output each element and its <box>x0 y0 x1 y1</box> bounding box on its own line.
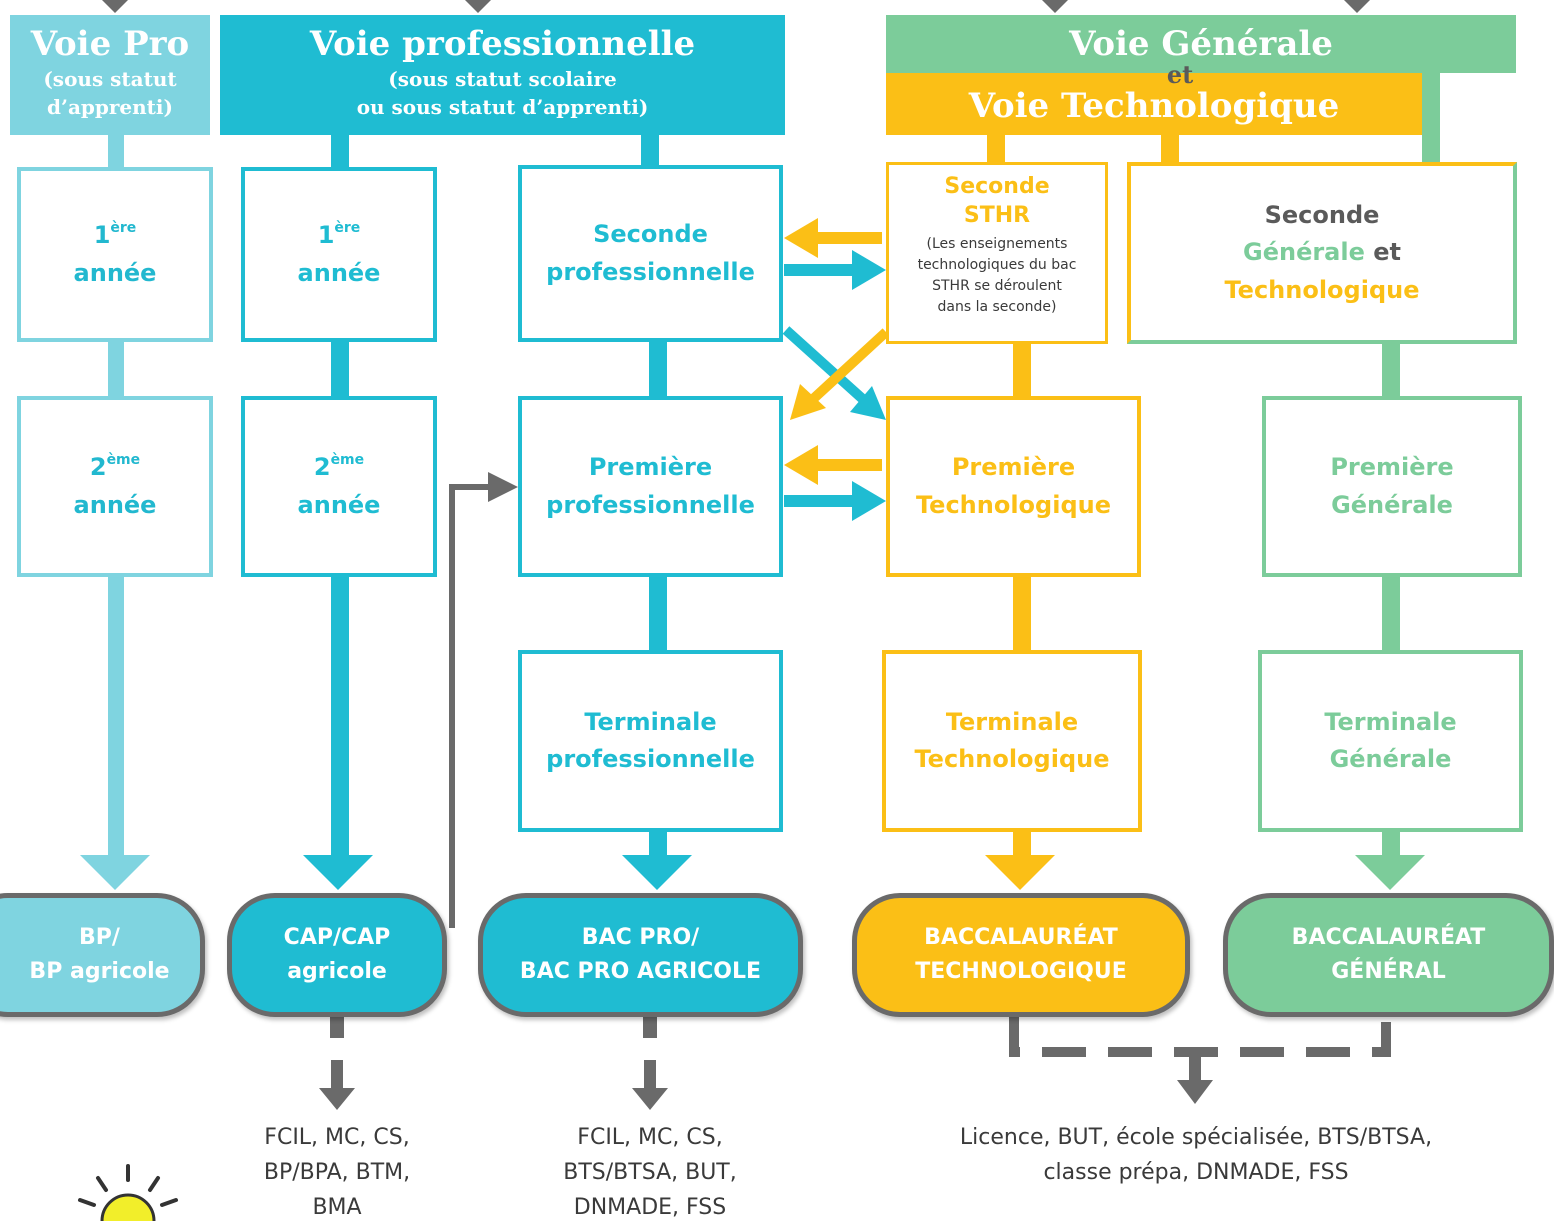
outcome-line: Licence, BUT, école spécialisée, BTS/BTS… <box>959 1125 1433 1150</box>
box-line: professionnelle <box>546 490 755 519</box>
box-line: Générale <box>1329 745 1452 773</box>
premiere-pro-box: Première professionnelle <box>518 396 783 577</box>
outcome-connectors <box>319 1014 1391 1110</box>
box-line: Seconde <box>1264 201 1380 230</box>
year-number: 2ème <box>89 452 141 482</box>
box-line: Seconde <box>593 220 708 249</box>
pill-line: BP agricole <box>29 959 170 984</box>
premiere-techno-box: Première Technologique <box>886 396 1141 577</box>
terminale-gen-box: Terminale Générale <box>1258 650 1523 832</box>
header-et-label: et <box>1166 60 1194 89</box>
header-voie-professionnelle: Voie professionnelle (sous statut scolai… <box>220 15 785 135</box>
year-word: année <box>73 258 157 287</box>
diploma-bp-pill: BP/ BP agricole <box>0 893 205 1017</box>
box-line: Technologique <box>915 490 1111 519</box>
bp-column-connectors <box>80 134 150 890</box>
diploma-bac-techno-pill: BACCALAURÉAT TECHNOLOGIQUE <box>852 893 1190 1017</box>
header-title: Voie Technologique <box>968 86 1340 126</box>
year-number: 2ème <box>313 452 365 482</box>
terminale-pro-box: Terminale professionnelle <box>518 650 783 832</box>
outcome-line: BTS/BTSA, BUT, <box>563 1160 737 1186</box>
lightbulb-icon <box>78 1164 178 1221</box>
year-number: 1ère <box>93 220 137 250</box>
box-line: Terminale <box>945 707 1079 736</box>
pill-line: BAC PRO AGRICOLE <box>519 959 762 984</box>
pill-line: GÉNÉRAL <box>1331 959 1446 984</box>
box-line: professionnelle <box>546 257 755 286</box>
header-subtitle-line: (sous statut scolaire <box>388 67 617 91</box>
sthr-note: (Les enseignements technologiques du bac… <box>918 234 1077 318</box>
header-subtitle-line: ou sous statut d’apprenti) <box>356 95 649 119</box>
box-line: Première <box>1330 453 1454 482</box>
crossing-arrows <box>782 218 890 521</box>
header-title: Voie Pro <box>30 24 190 64</box>
box-line: Seconde <box>944 174 1050 199</box>
header-voie-pro-apprenti: Voie Pro (sous statut d’apprenti) <box>10 15 210 135</box>
year-word: année <box>297 258 381 287</box>
pill-line: BACCALAURÉAT <box>924 924 1118 950</box>
seconde-pro-box: Seconde professionnelle <box>518 165 783 342</box>
outcome-line: FCIL, MC, CS, <box>577 1125 723 1150</box>
year-word: année <box>297 490 381 519</box>
seconde-sthr-box: Seconde STHR (Les enseignements technolo… <box>886 162 1108 344</box>
diploma-bac-gen-pill: BACCALAURÉAT GÉNÉRAL <box>1223 893 1554 1017</box>
outcome-bacpro: FCIL, MC, CS, BTS/BTSA, BUT, DNMADE, FSS <box>500 1120 800 1226</box>
box-line: STHR <box>963 202 1031 228</box>
terminale-techno-box: Terminale Technologique <box>882 650 1142 832</box>
note-line: STHR se déroulent <box>932 278 1062 295</box>
seconde-gt-box: Seconde Générale et Technologique <box>1127 162 1517 344</box>
outcome-line: DNMADE, FSS <box>573 1195 727 1221</box>
pill-line: TECHNOLOGIQUE <box>915 959 1127 984</box>
note-line: dans la seconde) <box>937 299 1057 316</box>
box-line: Générale <box>1331 490 1453 519</box>
pill-line: CAP/CAP <box>283 924 391 950</box>
general-column-connectors <box>1355 60 1440 890</box>
outcome-line: BP/BPA, BTM, <box>263 1160 411 1186</box>
cap-year2-box: 2ème année <box>241 396 437 577</box>
diploma-cap-pill: CAP/CAP agricole <box>227 893 447 1017</box>
outcome-bac-gt: Licence, BUT, école spécialisée, BTS/BTS… <box>858 1120 1534 1190</box>
et-word: et <box>1373 238 1401 267</box>
header-title: Voie Générale <box>1069 24 1333 64</box>
bacpro-column-connectors <box>622 134 692 890</box>
box-line: Première <box>588 453 713 482</box>
box-line: Terminale <box>1324 707 1457 736</box>
premiere-gen-box: Première Générale <box>1262 396 1522 577</box>
outcome-line: classe prépa, DNMADE, FSS <box>1043 1160 1349 1186</box>
year-number: 1ère <box>317 220 361 250</box>
header-voie-generale: Voie Générale <box>886 15 1516 73</box>
outcome-line: FCIL, MC, CS, <box>264 1125 410 1150</box>
header-subtitle-line: d’apprenti) <box>47 95 173 119</box>
pill-line: BP/ <box>79 924 120 950</box>
cap-year1-box: 1ère année <box>241 167 437 342</box>
box-line: professionnelle <box>546 745 755 773</box>
header-subtitle-line: (sous statut <box>43 67 177 91</box>
box-line: Technologique <box>1224 275 1420 304</box>
pill-line: BAC PRO/ <box>581 924 700 950</box>
box-line: Première <box>951 453 1076 482</box>
bp-year1-box: 1ère année <box>17 167 213 342</box>
pill-line: agricole <box>287 959 387 984</box>
techno-column-connectors <box>985 134 1179 890</box>
pill-line: BACCALAURÉAT <box>1291 924 1486 950</box>
year-word: année <box>73 490 157 519</box>
box-line: Technologique <box>914 745 1110 773</box>
outcome-cap: FCIL, MC, CS, BP/BPA, BTM, BMA <box>187 1120 487 1226</box>
note-line: technologiques du bac <box>917 257 1077 274</box>
diploma-bacpro-pill: BAC PRO/ BAC PRO AGRICOLE <box>478 893 803 1017</box>
bp-year2-box: 2ème année <box>17 396 213 577</box>
top-entry-arrows <box>102 0 1370 13</box>
generale-word: Générale <box>1243 238 1365 267</box>
outcome-line: BMA <box>312 1195 362 1221</box>
cap-to-premiere-path <box>449 472 518 928</box>
cap-column-connectors <box>303 134 373 890</box>
box-line: Terminale <box>584 707 717 736</box>
note-line: (Les enseignements <box>926 236 1068 253</box>
box-line: Générale et <box>1243 234 1401 271</box>
header-title: Voie professionnelle <box>309 24 696 64</box>
header-voie-technologique: Voie Technologique <box>886 73 1422 135</box>
